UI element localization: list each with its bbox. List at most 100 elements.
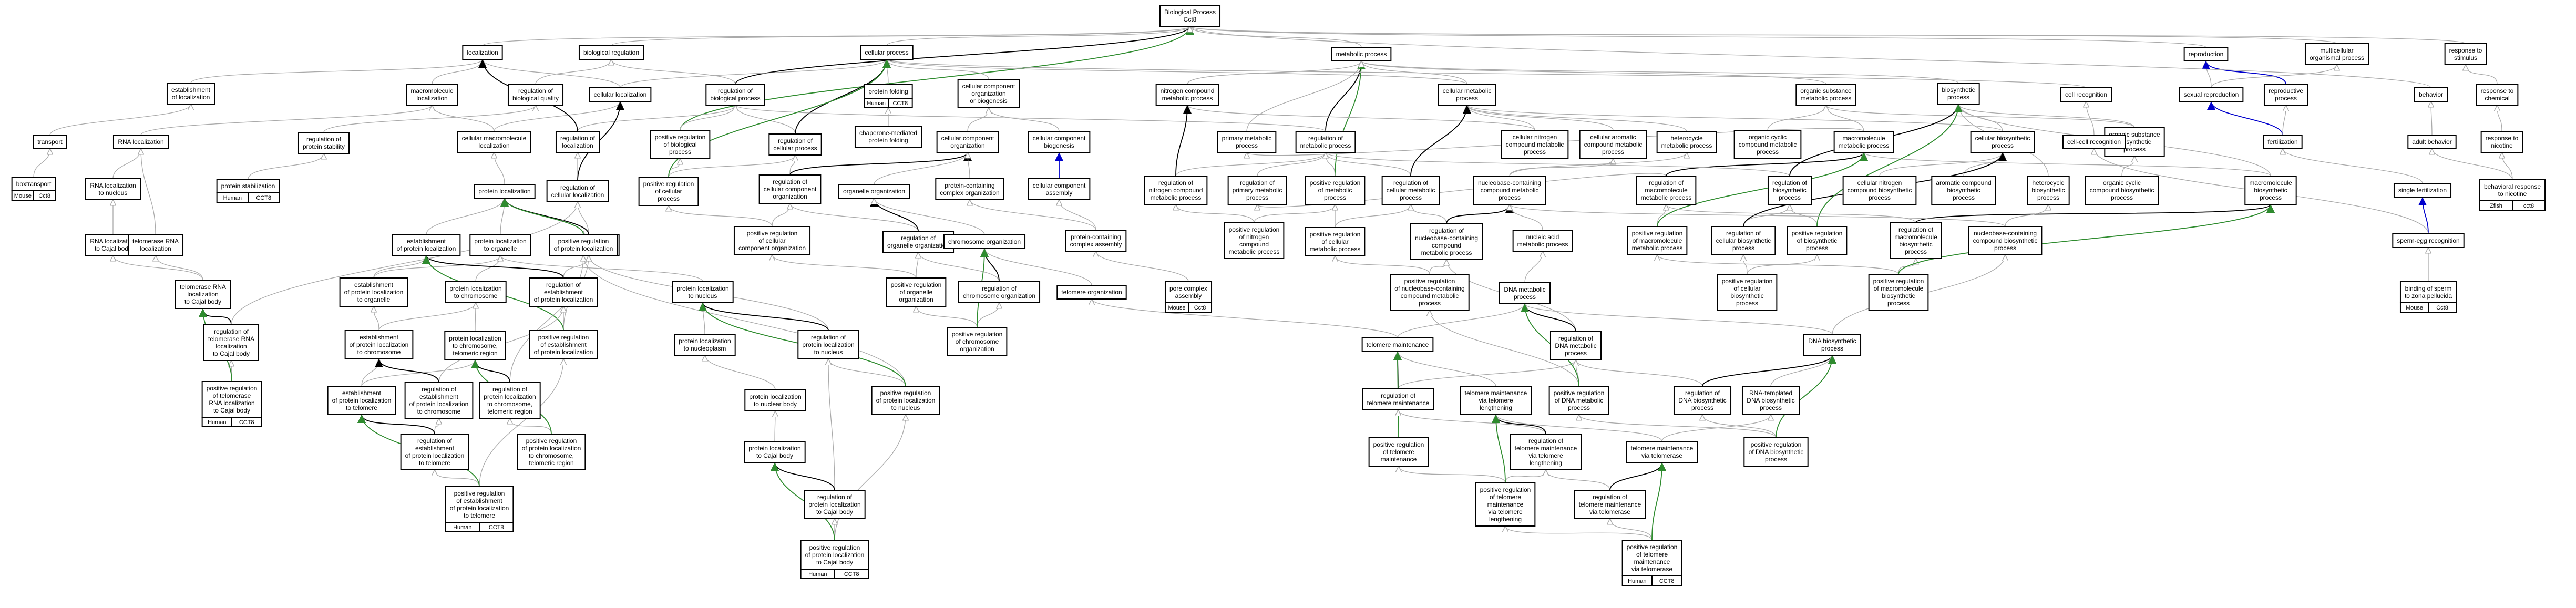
go-term-node[interactable]: cellular process (860, 45, 914, 60)
go-term-node[interactable]: regulation ofnucleobase-containingcompou… (1410, 223, 1483, 260)
go-term-node[interactable]: protein localization (474, 184, 536, 199)
go-term-node[interactable]: behavior (2414, 87, 2448, 102)
go-term-node[interactable]: metabolic process (1331, 47, 1392, 61)
go-term-node[interactable]: transport (33, 135, 67, 149)
go-term-node[interactable]: RNA localization (112, 135, 169, 149)
go-term-node[interactable]: biological regulation (578, 45, 644, 60)
go-term-node[interactable]: adult behavior (2407, 135, 2457, 149)
go-term-node[interactable]: cell-cell recognition (2062, 135, 2126, 149)
go-term-node[interactable]: organelle organization (838, 184, 910, 199)
go-term-node[interactable]: fertilization (2263, 135, 2303, 149)
go-term-node[interactable]: telomere maintenance (1361, 337, 1434, 352)
go-term-node[interactable]: sexual reproduction (2179, 87, 2244, 102)
go-term-node[interactable]: regulation ofmacromoleculebiosyntheticpr… (1890, 222, 1942, 259)
go-term-node[interactable]: single fertilization (2393, 183, 2452, 198)
go-term-node[interactable]: reproduction (2183, 47, 2229, 61)
